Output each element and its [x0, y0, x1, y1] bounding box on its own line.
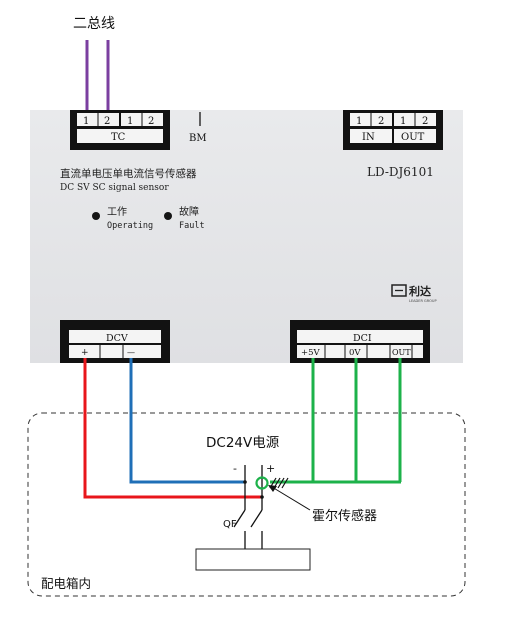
distribution-box-label: 配电箱内 [41, 576, 91, 591]
device-title-cn: 直流单电压单电流信号传感器 [60, 167, 197, 180]
led-fault-cn: 故障 [179, 205, 199, 218]
led-operating-indicator [92, 212, 100, 220]
tc-terminal-block: 1 2 1 2 TC [70, 110, 170, 150]
dci-terminal-block: DCI +5V 0V OUT [290, 320, 430, 363]
junction-dot-minus [243, 480, 247, 484]
brand-name-en: LEADER GROUP [409, 299, 437, 303]
tc-pin-2: 2 [104, 116, 110, 127]
tc-pin-3: 1 [127, 116, 133, 127]
led-fault-indicator [164, 212, 172, 220]
out-label: OUT [401, 132, 425, 143]
device-title-en: DC SV SC signal sensor [60, 183, 169, 193]
device-model: LD-DJ6101 [367, 165, 434, 179]
brand-logo: 利达 LEADER GROUP [391, 284, 437, 303]
qf-label: QF [223, 519, 237, 530]
qf-plus-lead [250, 509, 263, 528]
dci-plus-5v: +5V [301, 348, 321, 358]
dci-label: DCI [353, 333, 372, 344]
in-pin-2: 2 [378, 116, 384, 127]
hall-sensor-label: 霍尔传感器 [312, 508, 377, 524]
dci-out: OUT [392, 348, 411, 357]
led-operating-cn: 工作 [107, 206, 127, 218]
tc-label: TC [111, 132, 126, 143]
psu-label: DC24V电源 [206, 435, 280, 451]
out-pin-1: 1 [400, 116, 406, 127]
dcv-plus: + [81, 348, 89, 358]
psu-minus-label: - [233, 462, 237, 475]
red-wire [83, 358, 262, 499]
hall-sensor-ring [255, 476, 269, 490]
load-box [195, 548, 311, 571]
in-out-terminal-block: 1 2 1 2 IN OUT [343, 110, 443, 150]
led-fault-en: Fault [179, 221, 205, 231]
dcv-terminal-block: DCV + — [60, 320, 170, 363]
blue-wire [129, 358, 245, 484]
dci-0v: 0V [349, 348, 361, 358]
bm-label: BM [189, 133, 207, 144]
hall-sensor-leader [271, 486, 311, 511]
junction-dot-plus [260, 495, 264, 499]
qf-minus-lead [233, 509, 246, 528]
bus-label: 二总线 [73, 16, 115, 32]
tc-pin-4: 2 [148, 116, 154, 127]
distribution-box [27, 412, 466, 597]
brand-name-cn: 利达 [409, 284, 431, 298]
psu-plus-label: + [266, 462, 275, 475]
tc-pin-1: 1 [83, 116, 89, 127]
out-pin-2: 2 [422, 116, 428, 127]
dcv-minus: — [127, 348, 135, 357]
in-pin-1: 1 [356, 116, 362, 127]
led-operating-en: Operating [107, 221, 153, 231]
hall-sensor-leader-arrow [268, 485, 277, 492]
in-label: IN [362, 132, 375, 143]
dcv-label: DCV [106, 333, 128, 344]
